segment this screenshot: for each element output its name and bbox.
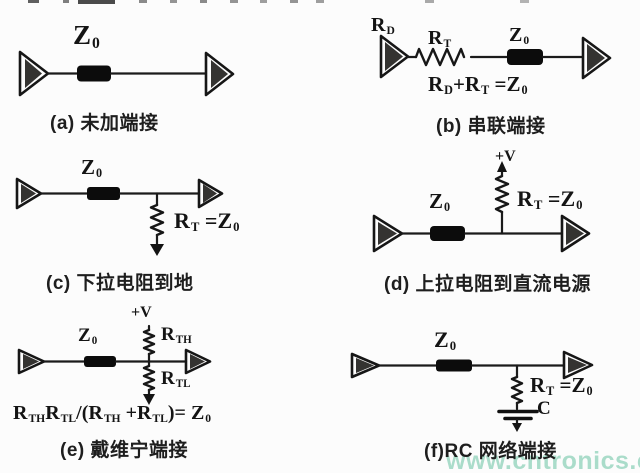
rt-equals-z0-label: RT =Z0 bbox=[174, 208, 240, 235]
caption-a: (a) 未加端接 bbox=[50, 113, 159, 134]
rc-resistor bbox=[510, 375, 524, 405]
rd-label: RD bbox=[371, 14, 395, 37]
cropped-text-artifact bbox=[520, 0, 529, 3]
cropped-text-artifact bbox=[139, 0, 147, 3]
receiver-buffer-icon bbox=[184, 348, 212, 375]
cropped-text-artifact bbox=[260, 0, 267, 3]
capacitor-icon bbox=[497, 409, 539, 421]
z0-label: Z0 bbox=[81, 155, 103, 181]
series-resistor bbox=[414, 47, 466, 67]
z0-label: Z0 bbox=[434, 327, 457, 354]
transmission-line-block bbox=[87, 187, 120, 200]
transmission-line-block bbox=[507, 49, 543, 65]
ground-arrow-icon bbox=[512, 423, 522, 432]
ground-arrow-icon bbox=[150, 244, 164, 256]
cropped-text-artifact bbox=[316, 0, 324, 3]
pulldown-resistor bbox=[149, 203, 165, 237]
vplus-label: +V bbox=[131, 304, 152, 321]
transmission-line-block bbox=[84, 356, 116, 367]
caption-d: (d) 上拉电阻到直流电源 bbox=[384, 274, 592, 295]
z0-label: Z0 bbox=[78, 325, 98, 347]
driver-buffer-icon bbox=[17, 348, 46, 375]
driver-buffer-icon bbox=[350, 352, 381, 379]
driver-buffer-icon bbox=[18, 50, 50, 97]
series-formula: RD+RT =Z0 bbox=[428, 72, 528, 98]
caption-e: (e) 戴维宁端接 bbox=[60, 440, 189, 461]
caption-b: (b) 串联端接 bbox=[436, 116, 546, 137]
driver-buffer-icon bbox=[15, 177, 43, 210]
cropped-text-artifact bbox=[63, 0, 69, 3]
thevenin-lower-resistor bbox=[142, 364, 156, 392]
cropped-text-artifact bbox=[28, 0, 39, 3]
rt-equals-z0-label: RT =Z0 bbox=[517, 186, 583, 213]
receiver-buffer-icon bbox=[560, 214, 591, 253]
figure-e-circuit bbox=[17, 324, 212, 405]
capacitor-label: C bbox=[537, 398, 551, 419]
cropped-text-artifact bbox=[78, 0, 115, 4]
cropped-text-artifact bbox=[425, 0, 434, 3]
driver-buffer-icon bbox=[379, 34, 410, 79]
figure-d-circuit bbox=[372, 161, 591, 253]
ground-arrow-icon bbox=[143, 394, 155, 405]
rt-equals-z0-label: RT =Z0 bbox=[530, 373, 593, 399]
watermark: www.cntronics.com bbox=[446, 447, 640, 473]
figure-f-circuit bbox=[350, 350, 594, 432]
rth-label: RTH bbox=[161, 324, 192, 346]
z0-label: Z0 bbox=[429, 189, 451, 215]
figure-c-circuit bbox=[15, 177, 224, 256]
cropped-text-artifact bbox=[170, 0, 177, 3]
figure-b-circuit bbox=[379, 34, 612, 80]
transmission-line-block bbox=[430, 226, 465, 241]
z0-label: Z0 bbox=[73, 20, 100, 52]
receiver-buffer-icon bbox=[581, 36, 612, 80]
vplus-label: +V bbox=[495, 148, 516, 165]
rt-label: RT bbox=[428, 27, 452, 50]
cropped-text-artifact bbox=[230, 0, 238, 3]
rtl-label: RTL bbox=[161, 368, 191, 390]
supply-arrow-icon bbox=[497, 161, 507, 172]
transmission-line-block bbox=[436, 359, 472, 372]
thevenin-formula: RTHRTL/(RTH +RTL)= Z0 bbox=[13, 402, 212, 425]
caption-c: (c) 下拉电阻到地 bbox=[46, 273, 194, 294]
caption-f: (f)RC 网络端接 bbox=[424, 441, 557, 462]
transmission-line-block bbox=[77, 65, 111, 82]
z0-label: Z0 bbox=[509, 24, 530, 47]
thevenin-upper-resistor bbox=[142, 328, 156, 356]
driver-buffer-icon bbox=[372, 214, 404, 253]
cropped-text-artifact bbox=[290, 0, 298, 3]
receiver-buffer-icon bbox=[562, 350, 594, 380]
receiver-buffer-icon bbox=[197, 178, 224, 209]
figure-a-circuit bbox=[18, 50, 235, 97]
pullup-resistor bbox=[494, 174, 510, 214]
cropped-text-artifact bbox=[200, 0, 207, 3]
receiver-buffer-icon bbox=[204, 51, 235, 97]
